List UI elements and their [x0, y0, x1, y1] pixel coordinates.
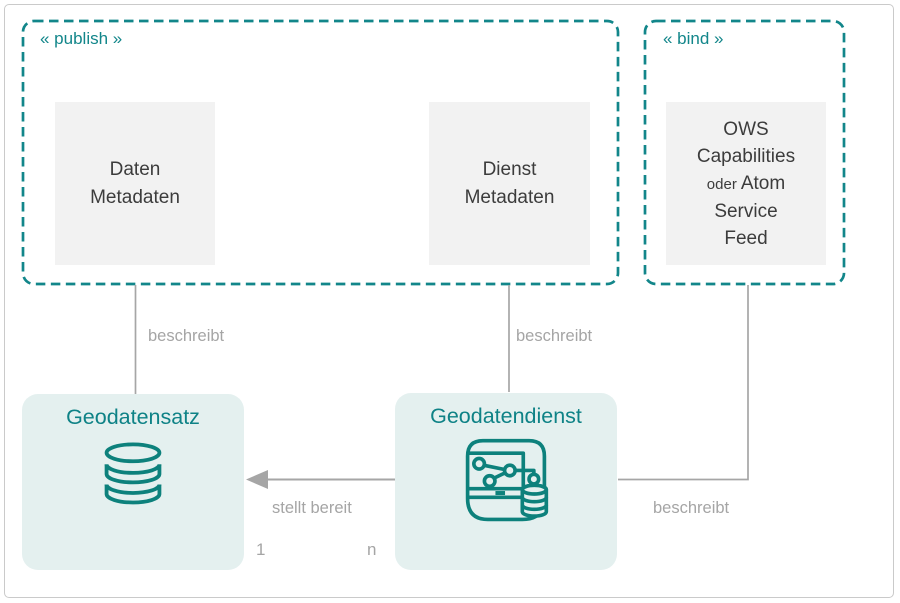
daten-metadaten-box: Daten Metadaten [55, 102, 215, 265]
arrowhead-left-icon [246, 470, 268, 489]
ows-line: Service [714, 200, 778, 222]
edge-label-stellt-bereit: stellt bereit [272, 499, 352, 517]
edge-label-beschreibt-daten: beschreibt [148, 327, 225, 345]
dienst-metadaten-label: Dienst Metadaten [464, 158, 555, 208]
dienst-metadaten-box: Dienst Metadaten [429, 102, 590, 265]
geoservice-icon [458, 433, 554, 531]
publish-stereotype-label: « publish » [40, 29, 123, 48]
edge-label-beschreibt-bind: beschreibt [653, 499, 730, 517]
bind-stereotype-label: « bind » [663, 29, 724, 48]
daten-metadaten-label: Daten Metadaten [90, 158, 180, 208]
ows-line: Feed [724, 227, 768, 249]
database-icon [96, 440, 170, 510]
geodatendienst-title: Geodatendienst [430, 404, 582, 428]
geodatensatz-title: Geodatensatz [66, 405, 200, 429]
ows-line-rest: Atom [740, 172, 786, 194]
multiplicity-one: 1 [256, 540, 266, 559]
edge-beschreibt-bind [618, 285, 749, 481]
geodatendienst-node: Geodatendienst [395, 393, 617, 570]
ows-line: OWS [723, 118, 769, 140]
multiplicity-n: n [367, 540, 377, 559]
ows-line: Capabilities [696, 145, 796, 167]
publish-group-border [21, 19, 620, 286]
geodatensatz-node: Geodatensatz [22, 394, 244, 570]
bind-group-border [643, 19, 846, 286]
ows-line-small: oder [706, 175, 737, 193]
edge-label-beschreibt-dienst: beschreibt [516, 327, 593, 345]
